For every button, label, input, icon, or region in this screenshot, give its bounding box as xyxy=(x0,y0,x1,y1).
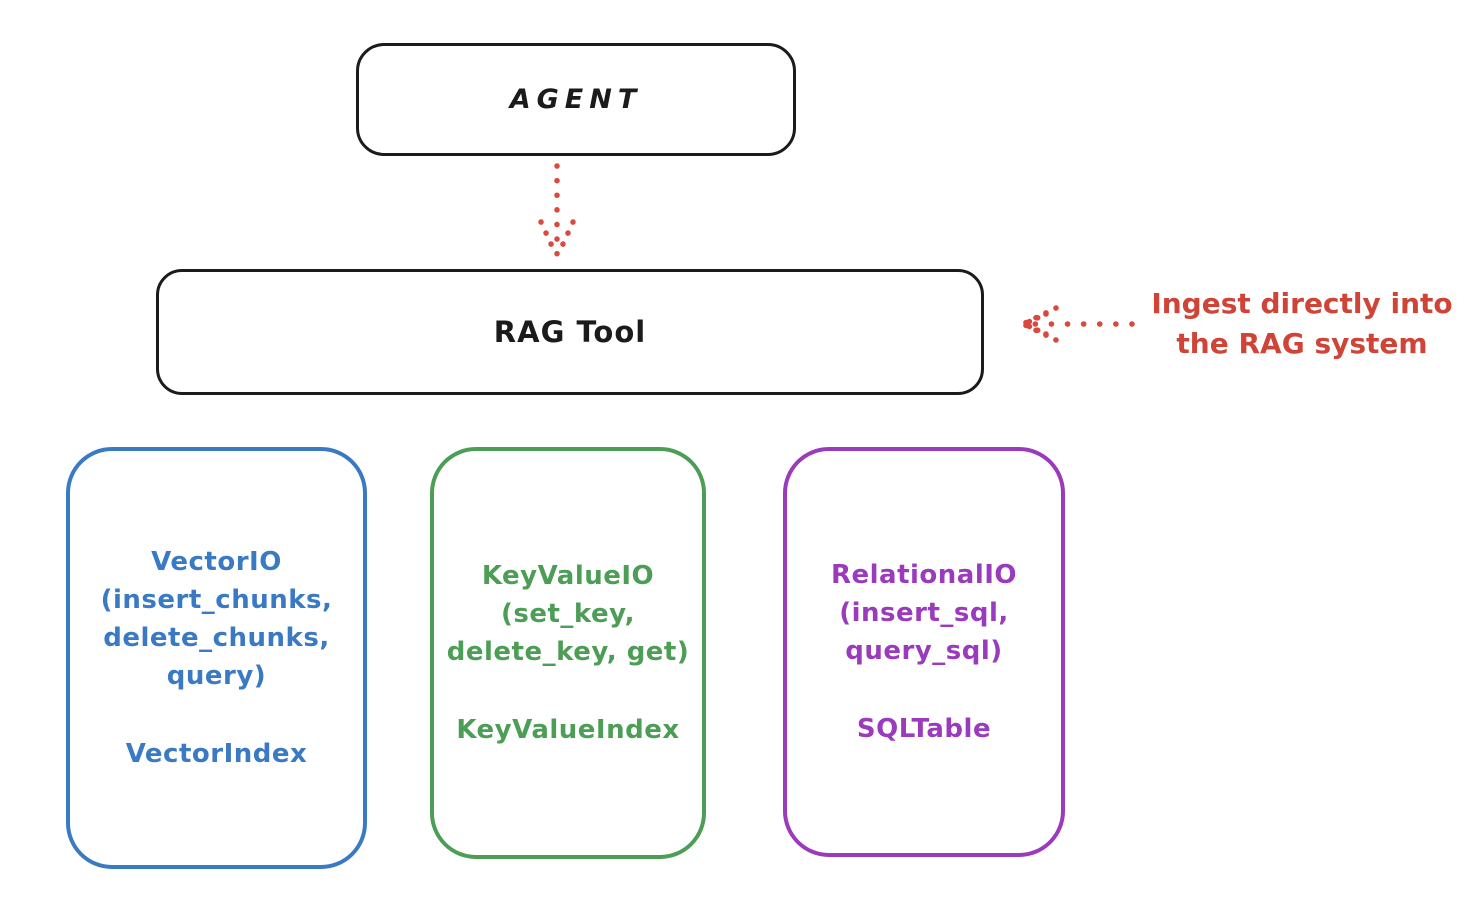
sql-table-label: SQLTable xyxy=(856,714,992,744)
vector-index-label: VectorIndex xyxy=(125,739,308,769)
agent-box: AGENT xyxy=(356,43,796,156)
box-text-line: delete_key, get) xyxy=(446,637,690,667)
agent-label: AGENT xyxy=(509,84,643,115)
ingest-annotation-line1: Ingest directly into xyxy=(1151,287,1453,320)
ingest-annotation: Ingest directly into the RAG system xyxy=(1128,284,1476,364)
vector-io-box: VectorIO (insert_chunks, delete_chunks, … xyxy=(66,447,367,869)
ingest-annotation-line2: the RAG system xyxy=(1176,327,1428,360)
box-text-line: (insert_chunks, xyxy=(100,585,333,615)
ingest-arrow-left-icon xyxy=(1021,305,1135,343)
box-text-line: delete_chunks, xyxy=(103,623,330,653)
keyvalue-io-box: KeyValueIO (set_key, delete_key, get) Ke… xyxy=(430,447,706,859)
box-text-line: VectorIO xyxy=(151,547,282,577)
rag-tool-label: RAG Tool xyxy=(493,315,647,349)
box-text-line: query_sql) xyxy=(845,636,1003,666)
flow-arrow-down-icon xyxy=(538,163,576,259)
box-text-line: KeyValueIO xyxy=(481,561,655,591)
box-text-line: query) xyxy=(166,661,267,691)
rag-tool-box: RAG Tool xyxy=(156,269,984,395)
box-text-line: (insert_sql, xyxy=(839,598,1009,628)
keyvalue-index-label: KeyValueIndex xyxy=(456,715,680,745)
box-text-line: RelationalIO xyxy=(830,560,1018,590)
box-text-line: (set_key, xyxy=(501,599,635,629)
relational-io-box: RelationalIO (insert_sql, query_sql) SQL… xyxy=(783,447,1065,857)
